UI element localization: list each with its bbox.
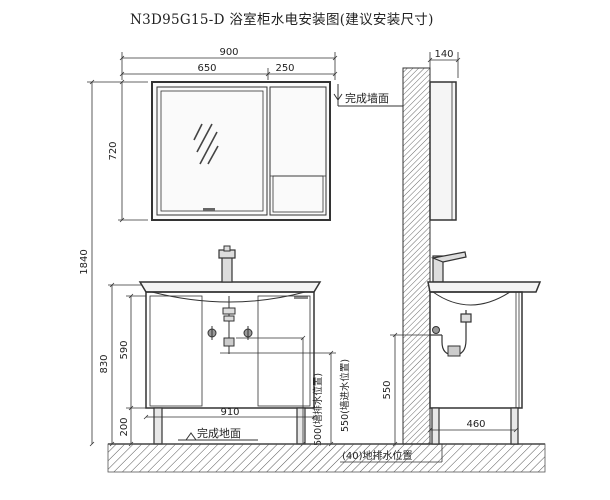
mirror-logo <box>203 208 215 211</box>
dim-inlet-height: 550 <box>340 414 351 432</box>
dim-total-height: 1840 <box>79 249 90 274</box>
dim-basin-depth: 590 <box>119 340 130 359</box>
mirror-cabinet <box>151 81 331 221</box>
dim-mirror-height: 720 <box>108 141 119 160</box>
side-faucet-icon <box>430 251 467 283</box>
dim-cabinet-width: 910 <box>220 407 239 418</box>
floor-slab <box>107 443 546 473</box>
cabinet-height-dims <box>108 282 146 447</box>
dim-leg-height: 200 <box>119 417 130 436</box>
dim-side-cabinet-width: 250 <box>275 63 294 74</box>
side-mirror-depth-dim <box>427 52 461 78</box>
water-inlet-text: (墙进水位置) <box>339 359 351 414</box>
cabinet-width-dim <box>143 414 317 420</box>
floor-drain-pointer <box>340 444 443 463</box>
wall-section <box>402 67 431 445</box>
drawing-title: N3D95G15-D 浴室柜水电安装图(建议安装尺寸) <box>130 12 434 28</box>
total-height-dim <box>87 79 118 447</box>
finished-wall-label: 完成墙面 <box>345 91 389 105</box>
water-valve-right-icon <box>243 326 253 340</box>
floor-marker <box>178 432 258 441</box>
p-trap-icon <box>430 310 472 357</box>
dim-mirror-width: 650 <box>197 63 216 74</box>
side-inlet-height-dim <box>390 332 430 447</box>
dim-wall-drain-height: 500 <box>313 428 324 446</box>
water-valve-left-icon <box>207 326 217 340</box>
mirror-height-dim <box>118 79 148 223</box>
drain-pipe-icon <box>222 296 236 354</box>
mirror-reflection-icon <box>193 123 219 165</box>
wall-marker <box>333 84 403 107</box>
top-dimensions <box>119 52 338 80</box>
wall-drain-text: (墙排水位置) <box>312 373 324 428</box>
water-inlet-label: 550(墙进水位置) <box>339 359 351 432</box>
dim-side-mirror-depth: 140 <box>434 49 453 60</box>
side-countertop <box>427 281 542 306</box>
dim-cabinet-height: 830 <box>99 354 110 373</box>
vanity-cabinet <box>145 291 315 409</box>
side-valve-icon <box>432 326 440 334</box>
dim-side-cabinet-depth: 460 <box>466 419 485 430</box>
side-cabinet-legs <box>431 407 519 445</box>
side-vanity-cabinet <box>429 291 523 409</box>
pipe-height-dims <box>300 335 336 447</box>
finished-floor-label: 完成地面 <box>197 426 241 440</box>
dim-total-width: 900 <box>219 47 238 58</box>
side-cabinet-depth-dim <box>427 427 519 433</box>
floor-drain-label: (40)地排水位置 <box>342 449 413 462</box>
side-mirror-cabinet <box>429 81 457 221</box>
dim-side-inlet-height: 550 <box>382 380 393 399</box>
faucet-icon <box>218 245 236 283</box>
wall-drain-label: 500(墙排水位置) <box>312 373 324 446</box>
